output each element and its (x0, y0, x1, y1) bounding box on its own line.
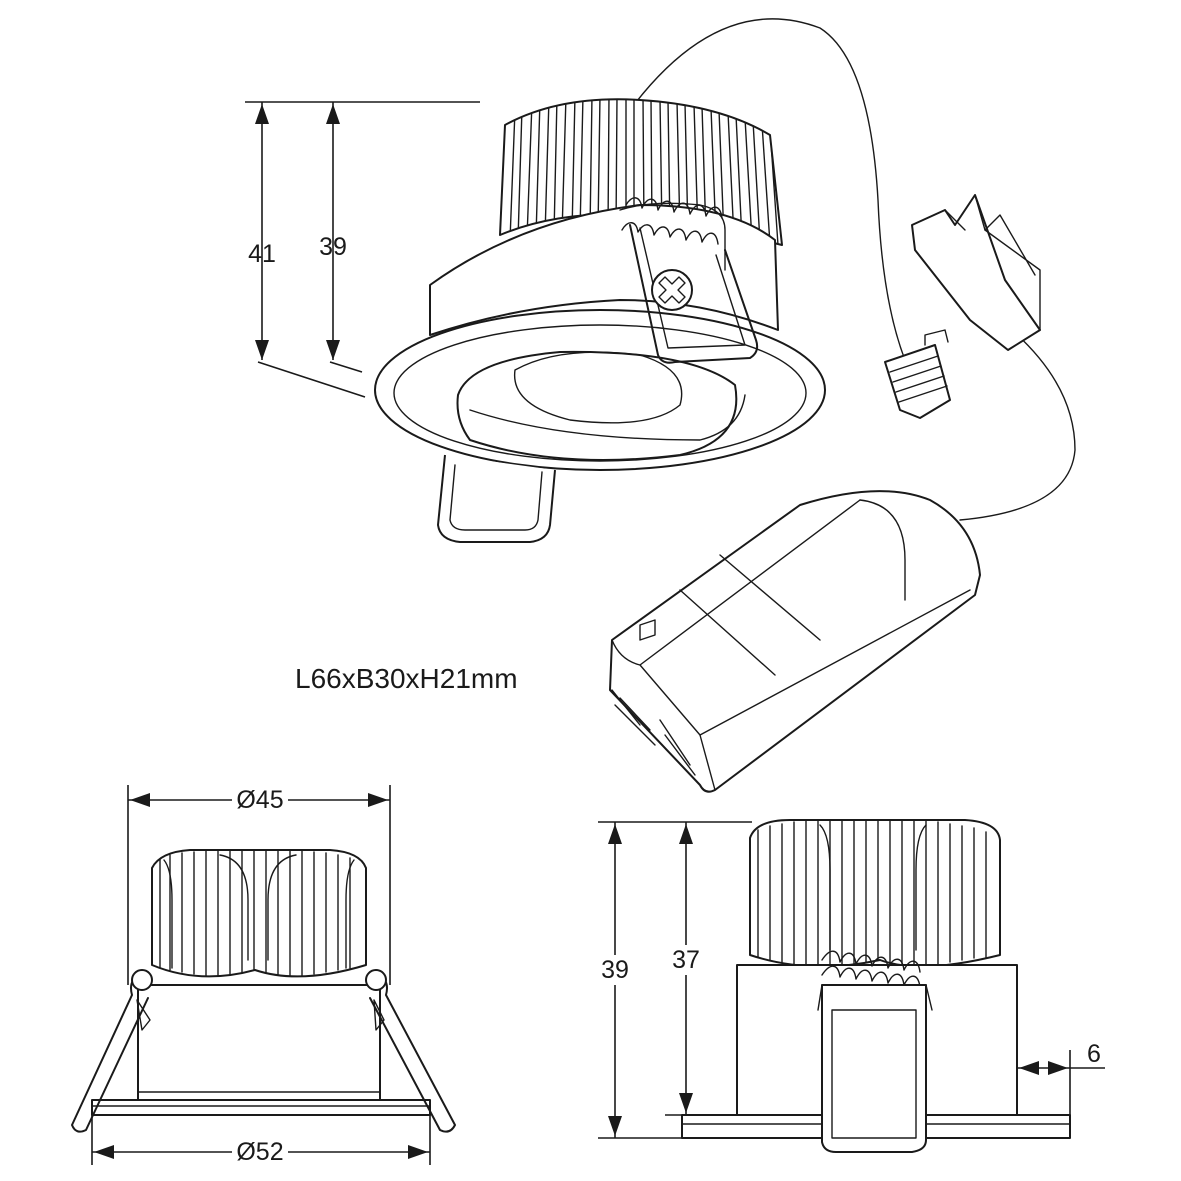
cable-to-driver (959, 319, 1076, 521)
heatsink-fins-iso (509, 99, 779, 246)
heatsink-fins-side (757, 820, 987, 967)
body-front (137, 984, 381, 1101)
dim-top-heights (245, 101, 480, 398)
label-diameter-45: Ø45 (236, 786, 283, 814)
label-side-height-37: 37 (672, 946, 700, 974)
collar-body (429, 204, 779, 336)
driver-box (609, 490, 981, 793)
heatsink-fins-front (159, 850, 355, 977)
spring-leg-bottom (437, 454, 556, 543)
luminaire-side (681, 819, 1071, 1153)
label-driver-size: L66xB30xH21mm (295, 663, 518, 694)
label-offset-6: 6 (1087, 1040, 1101, 1068)
luminaire-front (71, 849, 456, 1133)
label-diameter-52: Ø52 (236, 1138, 283, 1166)
luminaire-isometric (374, 18, 1076, 793)
lens-cup (513, 351, 683, 424)
connector-plug (911, 194, 1041, 351)
label-side-height-39: 39 (601, 956, 629, 984)
label-height-39: 39 (319, 233, 347, 261)
cable-to-connector (629, 18, 906, 361)
gimbal-tilt (469, 394, 746, 441)
label-height-41: 41 (248, 240, 276, 268)
heatsink-front (151, 849, 367, 978)
trim-opening (456, 350, 738, 461)
flange-front (91, 1099, 431, 1116)
connector-socket (884, 329, 951, 419)
trim-flange-inner (393, 324, 807, 462)
screw-iso (651, 269, 693, 311)
